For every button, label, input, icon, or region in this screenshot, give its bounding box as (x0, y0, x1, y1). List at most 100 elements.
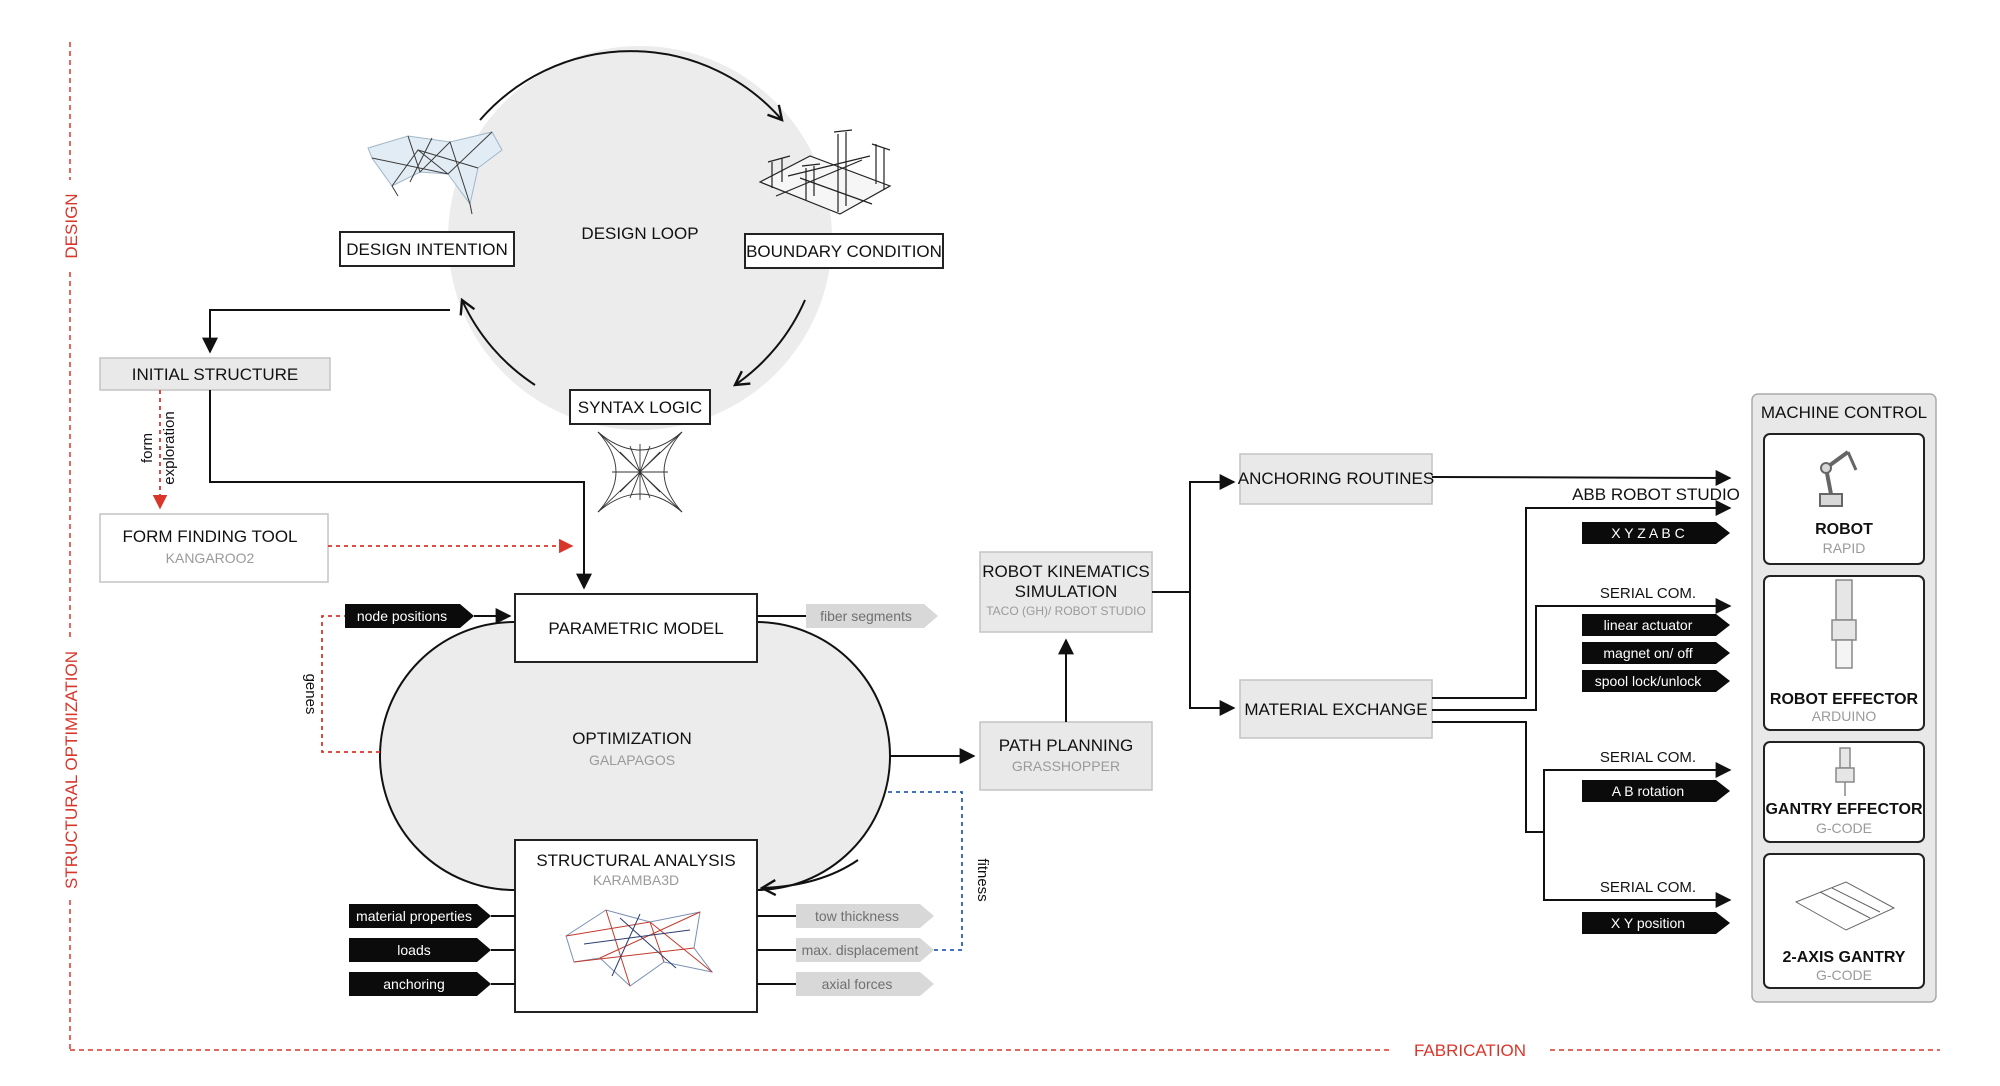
anchoring-routines-label: ANCHORING ROUTINES (1238, 469, 1434, 488)
arrow-material-to-effector (1432, 598, 1732, 711)
input-tag-loads (349, 938, 491, 962)
structural-optimization-section-label: STRUCTURAL OPTIMIZATION (62, 651, 81, 889)
arrow-material-to-gantry-effector (1432, 721, 1732, 833)
material-exchange-box (1239, 679, 1433, 739)
output-tag-tow-thickness (796, 904, 934, 928)
robot-card-title: ROBOT (1815, 521, 1873, 538)
arrow-anchoring-to-robot (1431, 469, 1732, 486)
fitness-path (884, 791, 963, 951)
xyzabc-tag (1582, 522, 1730, 544)
output-tag-max-displacement (796, 938, 934, 962)
input-label-anchoring: anchoring (383, 976, 445, 992)
gantry-effector-icon (1835, 747, 1855, 796)
fiber-segments-label: fiber segments (820, 608, 912, 624)
genes-label: genes (302, 674, 319, 715)
initial-structure-label: INITIAL STRUCTURE (132, 365, 299, 384)
output-label-tow-thickness: tow thickness (815, 908, 899, 924)
output-label-max-displacement: max. displacement (802, 942, 919, 958)
robot-card (1763, 433, 1925, 565)
syntax-logic-box (569, 389, 711, 425)
output-tag-axial-forces (796, 972, 934, 996)
arrow-loop-to-initial (202, 309, 450, 354)
design-section-label: DESIGN (62, 193, 81, 258)
node-positions-label: node positions (357, 608, 447, 624)
gantry-effector-card-sub: G-CODE (1816, 820, 1872, 836)
loop-arrow-top (479, 50, 784, 122)
loop-arrow-left (459, 297, 536, 386)
design-intention-sketch (367, 131, 503, 215)
structural-analysis-title: STRUCTURAL ANALYSIS (536, 851, 735, 870)
effector-signal-tag-1 (1582, 614, 1730, 636)
gantry-card-title: 2-AXIS GANTRY (1783, 949, 1906, 966)
effector-signal-label-3: spool lock/unlock (1595, 673, 1703, 689)
gantry-icon (1794, 881, 1896, 931)
node-positions-tag (345, 604, 474, 628)
design-intention-box (339, 231, 515, 267)
xy-position-label: X Y position (1611, 915, 1685, 931)
arrow-material-to-gantry (1432, 721, 1732, 908)
design-loop-title: DESIGN LOOP (581, 224, 698, 243)
arrow-material-to-robot (1432, 500, 1732, 699)
input-label-material-properties: material properties (356, 908, 472, 924)
ab-rotation-tag (1582, 780, 1730, 802)
optimization-sub: GALAPAGOS (589, 752, 675, 768)
loop-arrow-right (732, 299, 806, 387)
form-exploration-label-2: exploration (161, 411, 178, 484)
arrow-initial-to-parametric (209, 390, 592, 590)
path-planning-title: PATH PLANNING (999, 736, 1133, 755)
serial-com-label-3: SERIAL COM. (1600, 879, 1696, 896)
form-exploration-label-1: form (139, 433, 156, 463)
parametric-model-label: PARAMETRIC MODEL (548, 619, 723, 638)
optimization-title: OPTIMIZATION (572, 729, 692, 748)
xyzabc-label: X Y Z A B C (1611, 525, 1684, 541)
input-label-loads: loads (397, 942, 430, 958)
robot-arm-icon (1819, 450, 1858, 507)
form-finding-box (99, 513, 329, 583)
xy-position-tag (1582, 912, 1730, 934)
robot-kinematics-title-2: SIMULATION (1015, 582, 1118, 601)
robot-effector-card-title: ROBOT EFFECTOR (1770, 691, 1919, 708)
syntax-logic-label: SYNTAX LOGIC (578, 398, 702, 417)
machine-control-title: MACHINE CONTROL (1761, 403, 1927, 422)
structural-analysis-sub: KARAMBA3D (593, 872, 679, 888)
parametric-model-box (514, 593, 758, 663)
boundary-condition-sketch (758, 129, 892, 215)
form-finding-title: FORM FINDING TOOL (122, 527, 297, 546)
fabrication-section-label: FABRICATION (1414, 1041, 1526, 1060)
syntax-logic-sketch (597, 431, 683, 513)
robot-effector-card-sub: ARDUINO (1812, 708, 1877, 724)
design-intention-label: DESIGN INTENTION (346, 240, 508, 259)
robot-card-sub: RAPID (1823, 540, 1866, 556)
arrow-to-anchoring (1189, 474, 1236, 592)
optimization-to-analysis-arrow (759, 859, 859, 897)
effector-signal-tag-3 (1582, 670, 1730, 692)
input-tag-anchoring (349, 972, 491, 996)
initial-structure-box (99, 357, 331, 391)
effector-signal-tag-2 (1582, 642, 1730, 664)
gantry-effector-card (1763, 741, 1925, 843)
robot-kinematics-title-1: ROBOT KINEMATICS (982, 562, 1150, 581)
effector-signal-label-1: linear actuator (1604, 617, 1693, 633)
form-finding-sub: KANGAROO2 (166, 550, 255, 566)
gantry-card (1763, 853, 1925, 989)
fiber-segments-tag (806, 604, 938, 628)
robot-kinematics-box (979, 551, 1153, 633)
anchoring-routines-box (1239, 453, 1433, 505)
fitness-label: fitness (974, 858, 991, 901)
robot-effector-icon (1831, 579, 1857, 669)
boundary-condition-label: BOUNDARY CONDITION (746, 242, 942, 261)
gantry-effector-card-title: GANTRY EFFECTOR (1765, 801, 1922, 818)
design-loop-circle (448, 46, 832, 430)
serial-com-label-2: SERIAL COM. (1600, 749, 1696, 766)
input-tag-material-properties (349, 904, 491, 928)
effector-signal-label-2: magnet on/ off (1603, 645, 1692, 661)
structural-analysis-sketch (565, 909, 714, 987)
robot-kinematics-sub: TACO (GH)/ ROBOT STUDIO (986, 604, 1146, 618)
gantry-card-sub: G-CODE (1816, 967, 1872, 983)
genes-path (321, 615, 380, 753)
boundary-condition-box (744, 233, 944, 269)
material-exchange-label: MATERIAL EXCHANGE (1244, 700, 1427, 719)
serial-com-label-1: SERIAL COM. (1600, 585, 1696, 602)
abb-robot-studio-label: ABB ROBOT STUDIO (1572, 485, 1740, 504)
